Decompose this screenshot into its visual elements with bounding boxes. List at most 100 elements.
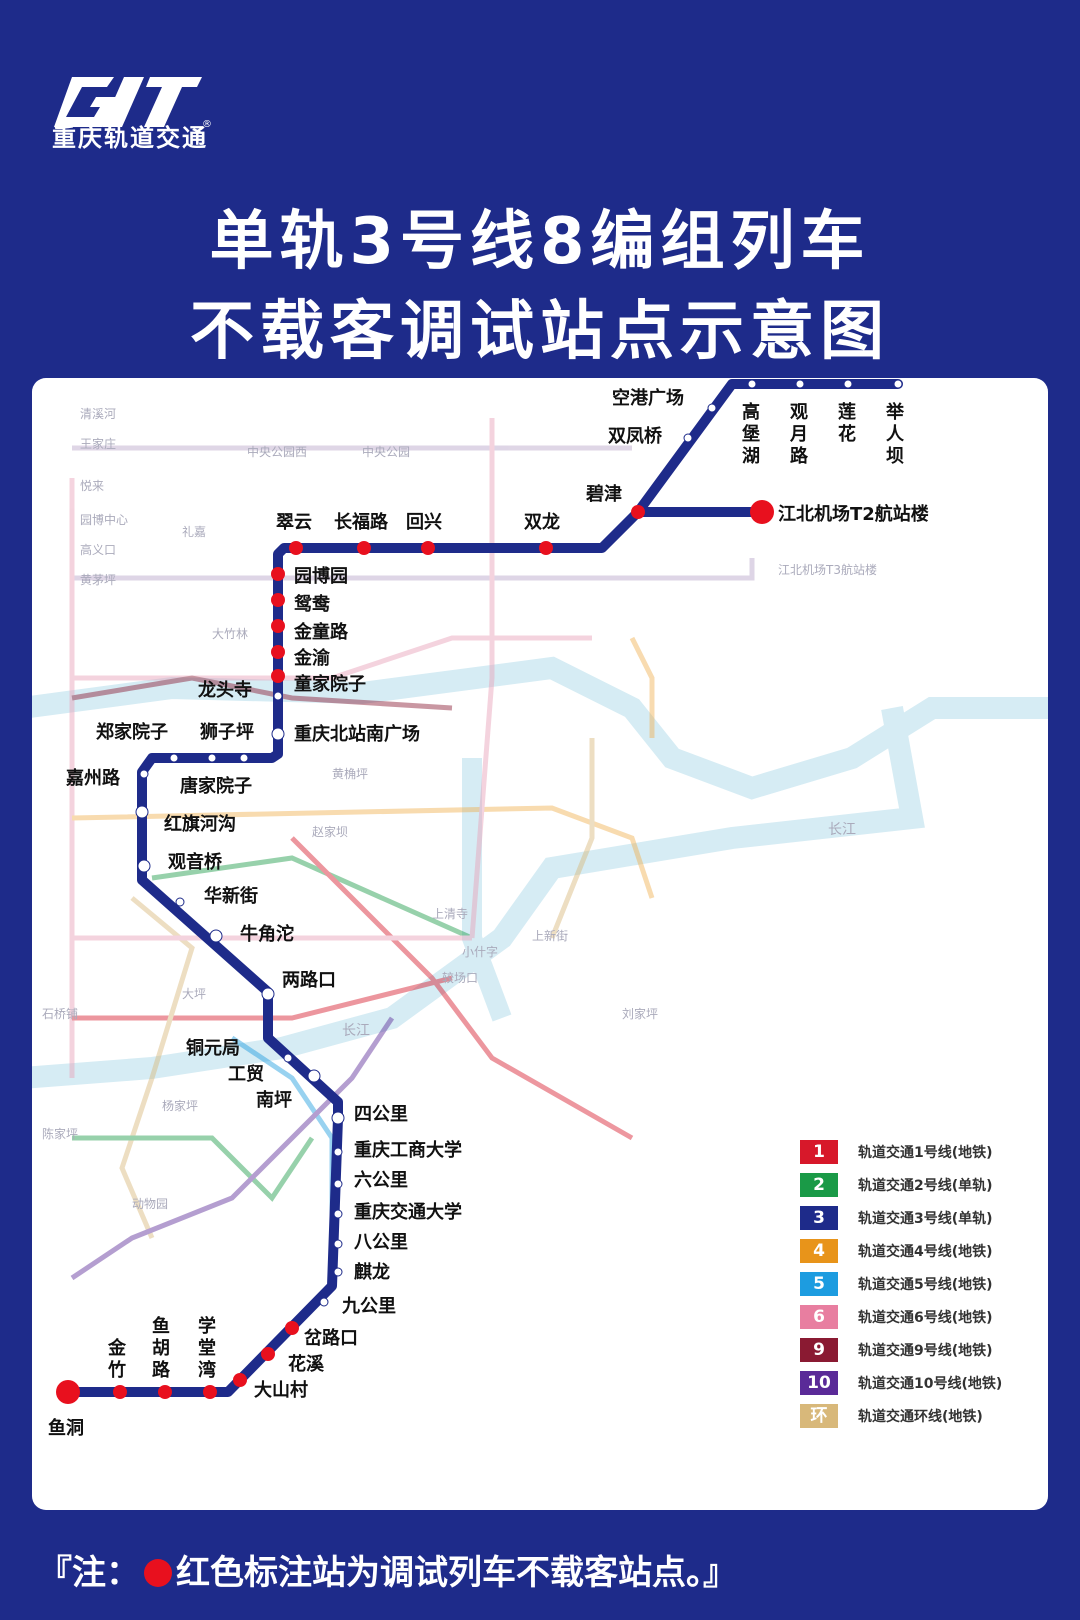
station-jiugongli: 九公里 xyxy=(341,1296,396,1317)
label-yl: 悦来 xyxy=(80,479,104,493)
label-dp: 大坪 xyxy=(182,987,206,1001)
label-qxh: 清溪河 xyxy=(80,407,116,421)
legend-badge: 5 xyxy=(800,1272,838,1296)
label-sqs: 上清寺 xyxy=(432,907,468,921)
station-gaobaohu-3: 湖 xyxy=(742,446,760,467)
legend-badge: 6 xyxy=(800,1305,838,1329)
station-huaxinjie: 华新街 xyxy=(204,885,258,907)
station-yuhulu-2: 胡 xyxy=(152,1337,170,1359)
legend-label: 轨道交通环线(地铁) xyxy=(858,1409,983,1425)
station-yudong: 鱼洞 xyxy=(48,1417,84,1439)
station-bijin: 碧津 xyxy=(585,483,622,505)
label-changjiang1: 长江 xyxy=(828,822,856,838)
station-konggang: 空港广场 xyxy=(612,387,684,409)
legend-badge: 2 xyxy=(800,1173,838,1197)
station-gaobaohu-1: 高 xyxy=(742,401,760,423)
label-cjp: 陈家坪 xyxy=(42,1126,78,1141)
station-tangjiayuanzi: 唐家院子 xyxy=(180,775,252,797)
station-xuetangwan-3: 湾 xyxy=(198,1359,216,1381)
station-xuetangwan-1: 学 xyxy=(198,1315,216,1337)
map-canvas: 长江 长江 江北机场T3航站楼 中央公园 中央公园西 清溪河 王家庄 悦来 园博… xyxy=(32,379,1048,1439)
footnote: 『注： 红色标注站为调试列车不载客站点。』 xyxy=(38,1545,737,1594)
label-zjb: 赵家坝 xyxy=(312,824,348,839)
station-liugongli: 六公里 xyxy=(354,1169,408,1191)
station-lianhua-1: 莲 xyxy=(838,402,856,423)
label-dwy: 动物园 xyxy=(132,1197,168,1211)
station-sigongli: 四公里 xyxy=(354,1104,408,1125)
legend-label: 轨道交通6号线(地铁) xyxy=(858,1310,993,1326)
label-wjz: 王家庄 xyxy=(80,436,116,451)
label-xsz: 小什字 xyxy=(462,944,498,959)
station-jiangbeiairport: 江北机场T2航站楼 xyxy=(778,503,929,525)
station-xuetangwan-2: 堂 xyxy=(198,1337,216,1359)
legend-badge: 3 xyxy=(800,1206,838,1230)
logo-name: 重庆轨道交通 xyxy=(52,124,208,152)
station-shuanglong: 双龙 xyxy=(524,511,560,533)
station-dots xyxy=(56,379,903,1404)
station-yuhulu-1: 鱼 xyxy=(152,1315,170,1337)
station-jintonglu: 金童路 xyxy=(293,621,349,643)
station-jurenba-2: 人 xyxy=(886,424,905,445)
label-hmp: 黄茅坪 xyxy=(80,573,116,587)
station-longtousi: 龙头寺 xyxy=(198,679,252,701)
legend-badge: 9 xyxy=(800,1338,838,1362)
station-tongyuanju: 铜元局 xyxy=(186,1037,240,1059)
legend-label: 轨道交通9号线(地铁) xyxy=(858,1343,993,1359)
station-zhengjiayuanzi: 郑家院子 xyxy=(96,721,168,743)
label-zygy: 中央公园 xyxy=(362,444,410,459)
station-lianhua-2: 花 xyxy=(838,423,856,445)
station-jurenba-1: 举 xyxy=(885,401,905,423)
station-yuhulu-3: 路 xyxy=(152,1359,171,1381)
legend-badge: 1 xyxy=(800,1140,838,1164)
station-gongmao: 工贸 xyxy=(228,1063,264,1085)
page-title-line1: 单轨3号线8编组列车 xyxy=(209,205,871,279)
station-huaxi: 花溪 xyxy=(288,1353,325,1375)
footnote-prefix: 『注： xyxy=(38,1553,140,1593)
label-changjiang2: 长江 xyxy=(342,1023,370,1039)
line3-map: 长江 长江 江北机场T3航站楼 中央公园 中央公园西 清溪河 王家庄 悦来 园博… xyxy=(32,378,1048,1510)
legend-label: 轨道交通3号线(单轨) xyxy=(858,1211,993,1227)
station-guanyuelu-2: 月 xyxy=(789,424,808,445)
station-yuanyang: 鸳鸯 xyxy=(294,593,331,615)
label-gyk: 高义口 xyxy=(80,542,116,557)
station-qilong: 麒龙 xyxy=(354,1261,390,1283)
label-ybzx: 园博中心 xyxy=(80,512,128,527)
station-yanlukou: 岔路口 xyxy=(304,1327,358,1349)
label-yjp: 杨家坪 xyxy=(162,1098,198,1113)
crt-logo: ® xyxy=(54,77,212,130)
station-jinzhu-1: 金 xyxy=(107,1337,127,1359)
label-t3: 江北机场T3航站楼 xyxy=(778,562,877,577)
legend-label: 轨道交通1号线(地铁) xyxy=(858,1145,993,1161)
station-gaobaohu-2: 堡 xyxy=(741,423,760,445)
station-labels: 鱼洞 金 竹 鱼 胡 路 学 堂 湾 大山村 花溪 岔路口 九公里 麒龙 八公里… xyxy=(48,387,929,1439)
station-hongqihegou: 红旗河沟 xyxy=(164,813,236,835)
station-yuanboyuan: 园博园 xyxy=(294,565,348,587)
station-niujiaotuo: 牛角沱 xyxy=(240,923,294,945)
label-dzl: 大竹林 xyxy=(212,627,248,641)
page-title-line2: 不载客调试站点示意图 xyxy=(190,295,890,369)
legend-badge: 环 xyxy=(800,1404,838,1428)
station-lianglukou: 两路口 xyxy=(282,969,336,991)
station-jiazhoulu: 嘉州路 xyxy=(65,767,121,789)
station-jurenba-3: 坝 xyxy=(886,446,904,467)
station-changfulu: 长福路 xyxy=(334,511,389,533)
label-ljp: 刘家坪 xyxy=(622,1006,658,1021)
station-shiziping: 狮子坪 xyxy=(200,722,254,743)
label-lj: 礼嘉 xyxy=(182,524,206,539)
label-jck: 较场口 xyxy=(442,970,478,985)
station-bagongli: 八公里 xyxy=(354,1232,408,1253)
line3-route xyxy=(63,379,903,1397)
station-shuangfengqiao: 双凤桥 xyxy=(608,425,663,447)
station-jinzhu-2: 竹 xyxy=(107,1359,126,1381)
station-cqjtdx: 重庆交通大学 xyxy=(354,1201,462,1223)
station-dashancun: 大山村 xyxy=(254,1379,308,1401)
legend-label: 轨道交通2号线(单轨) xyxy=(858,1178,993,1194)
legend-label: 轨道交通5号线(地铁) xyxy=(858,1277,993,1293)
legend-label: 轨道交通10号线(地铁) xyxy=(858,1376,1003,1392)
station-tongjiayuanzi: 童家院子 xyxy=(294,673,366,695)
footnote-text: 红色标注站为调试列车不载客站点。』 xyxy=(176,1553,737,1593)
station-cqbznguangchang: 重庆北站南广场 xyxy=(294,723,420,745)
label-sqp: 石桥铺 xyxy=(42,1007,78,1021)
legend-badge: 10 xyxy=(800,1371,838,1395)
legend-badge: 4 xyxy=(800,1239,838,1263)
